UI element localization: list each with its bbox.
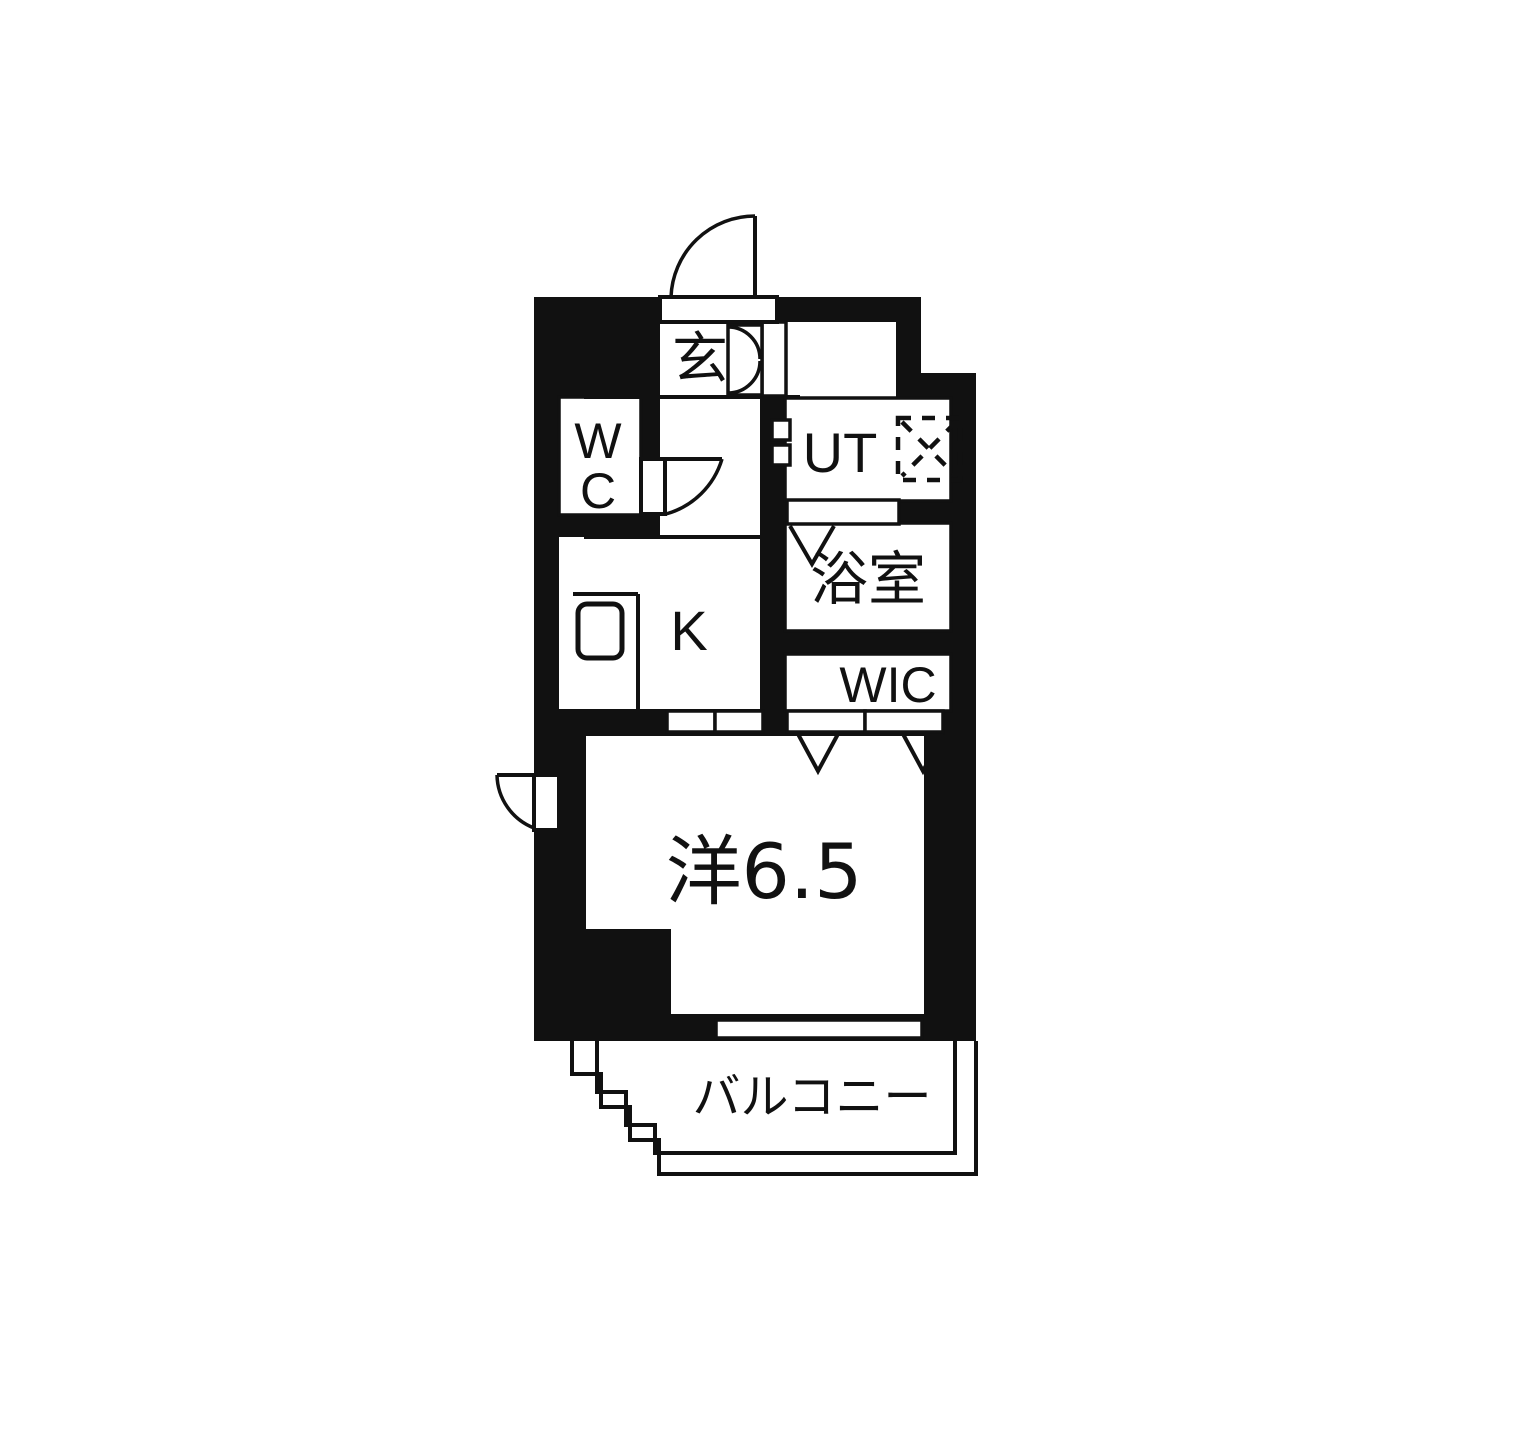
bath-door-panel (785, 498, 901, 526)
genkan-inner-door[interactable] (726, 323, 764, 397)
bath-label: 浴室 (810, 545, 926, 613)
living-door-swing-arc (495, 774, 535, 830)
entrance-door[interactable] (658, 214, 779, 324)
fixtures-layer (575, 415, 963, 661)
bath-door[interactable] (785, 498, 901, 568)
wc-door[interactable] (639, 457, 724, 516)
washing-machine-pan-icon (895, 415, 963, 483)
wic-fold-arrow-2 (901, 733, 945, 776)
wic-room-outline (783, 652, 953, 713)
ut-room-outline (783, 396, 953, 503)
wic-folding-doors[interactable] (785, 709, 945, 776)
balcony-outline (570, 1041, 978, 1176)
bath-room-outline (783, 521, 953, 633)
wic-door-panel-1 (785, 709, 867, 734)
wc-label-line2: C (580, 463, 616, 519)
kitchen-sink-icon (575, 601, 625, 661)
kitchen-opening-panel-1 (665, 709, 717, 734)
ut-label: UT (803, 421, 878, 484)
wc-label-line1: W (574, 413, 622, 469)
ut-door-panel-upper (770, 418, 792, 442)
living-room-door[interactable] (495, 773, 561, 832)
genkan-door-swing-lower (727, 360, 762, 395)
room-labels: W C 玄 UT 浴室 K WIC 洋6.5 バルコニー (574, 327, 936, 1125)
balcony-door-opening (714, 1018, 924, 1040)
living-room-label: 洋6.5 (666, 827, 863, 916)
entrance-door-threshold (658, 295, 779, 324)
genkan-door-swing-upper (727, 325, 762, 360)
wc-room-outline (557, 395, 643, 517)
kitchen-label: K (670, 599, 707, 662)
washer-pan-diagonal-1 (900, 420, 958, 478)
doors-layer (495, 214, 945, 1040)
living-room-outline (582, 732, 928, 1018)
wic-label: WIC (839, 657, 936, 713)
genkan-label: 玄 (672, 327, 728, 392)
ut-door[interactable] (770, 418, 792, 467)
wc-door-swing-arc (665, 458, 724, 516)
kitchen-opening[interactable] (665, 709, 765, 734)
balcony-sliding-door[interactable] (714, 1018, 924, 1040)
ut-door-panel-lower (770, 443, 792, 467)
wic-door-panel-2 (863, 709, 945, 734)
shoe-closet (760, 320, 788, 398)
wic-fold-arrow-1 (796, 733, 840, 776)
balcony-inner-edge (595, 1041, 957, 1155)
washer-pan-diagonal-2 (900, 420, 958, 478)
entrance-door-swing-arc (669, 214, 756, 298)
genkan-door-frame (726, 323, 764, 397)
kitchen-opening-panel-2 (713, 709, 765, 734)
living-door-leaf (532, 773, 561, 832)
bath-door-fold-arrow (788, 524, 836, 568)
room-outlines (557, 320, 953, 1018)
balcony-label: バルコニー (692, 1069, 931, 1125)
wc-door-leaf (639, 457, 667, 516)
kitchen-counter-outline (573, 592, 640, 709)
